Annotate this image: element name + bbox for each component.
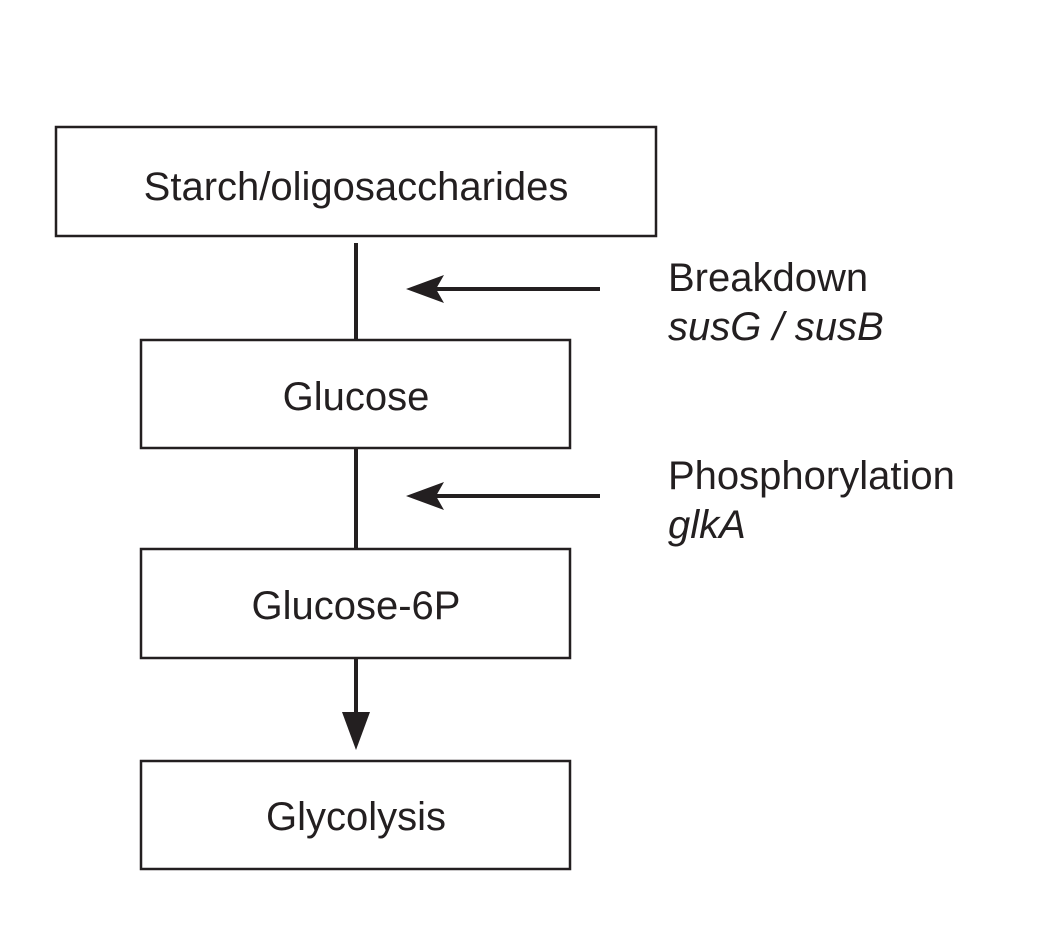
svg-text:Glucose-6P: Glucose-6P: [252, 584, 461, 628]
svg-text:Starch/oligosaccharides: Starch/oligosaccharides: [144, 165, 569, 209]
node-glycolysis: Glycolysis: [139, 759, 572, 871]
label-breakdown: Breakdown: [668, 256, 868, 300]
arrow-phosphorylation: [406, 482, 600, 510]
node-starch: Starch/oligosaccharides: [54, 125, 658, 238]
svg-text:Glycolysis: Glycolysis: [266, 795, 446, 839]
arrow-breakdown: [406, 275, 600, 303]
node-glucose-6p: Glucose-6P: [139, 547, 572, 660]
svg-text:Glucose: Glucose: [283, 375, 430, 419]
label-phosphorylation: Phosphorylation: [668, 454, 955, 498]
label-breakdown-genes: susG / susB: [668, 305, 884, 349]
node-glucose: Glucose: [139, 338, 572, 450]
arrow-to-glycolysis: [342, 658, 370, 750]
label-phosphorylation-genes: glkA: [668, 503, 746, 547]
